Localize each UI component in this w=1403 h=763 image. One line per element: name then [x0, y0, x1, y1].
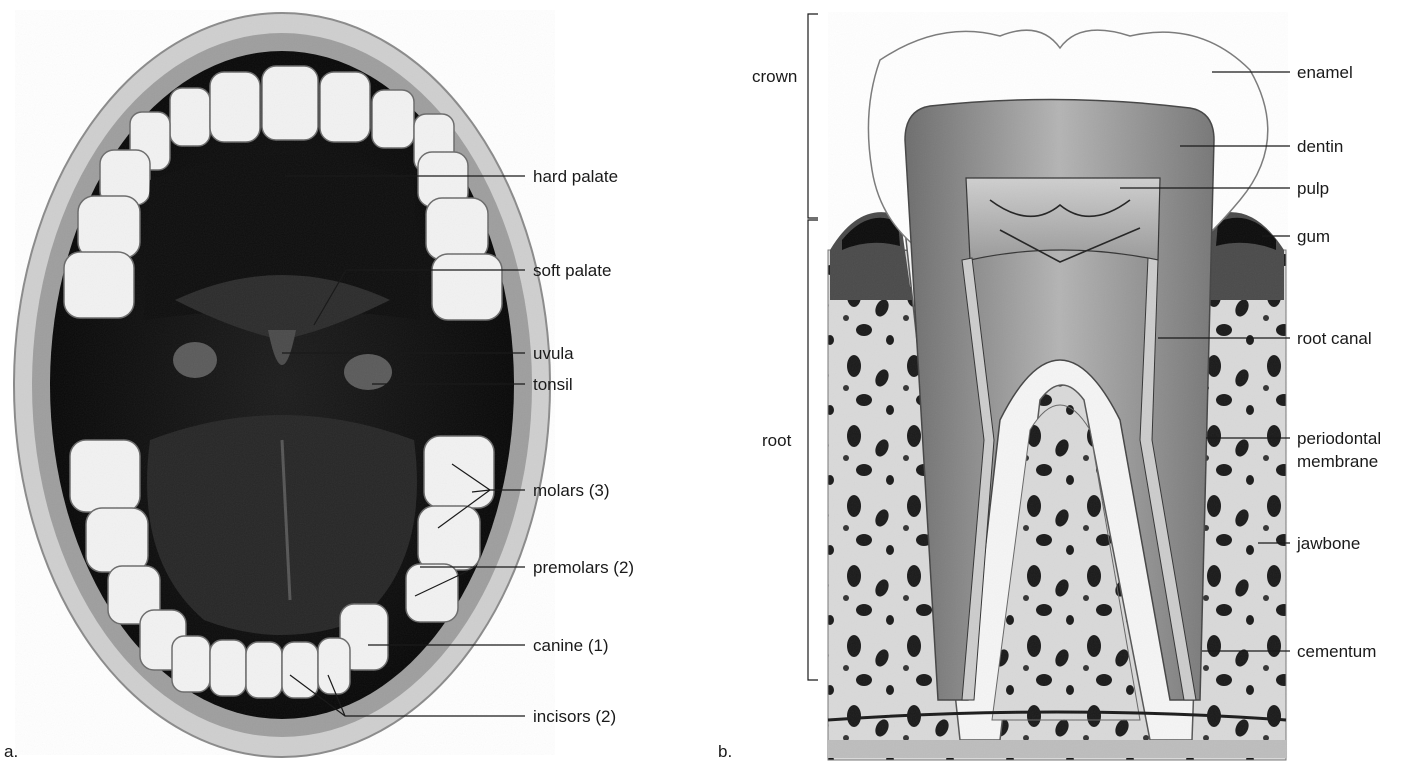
bracket-label-crown: crown	[752, 67, 797, 86]
label-enamel: enamel	[1297, 63, 1353, 82]
label-jawbone: jawbone	[1296, 534, 1360, 553]
crown-root-brackets	[808, 14, 818, 680]
label-canine: canine (1)	[533, 636, 609, 655]
label-cementum: cementum	[1297, 642, 1376, 661]
label-uvula: uvula	[533, 344, 574, 363]
label-root-canal: root canal	[1297, 329, 1372, 348]
label-incisors: incisors (2)	[533, 707, 616, 726]
label-hard-palate: hard palate	[533, 167, 618, 186]
panel-b-marker: b.	[718, 742, 732, 761]
label-periodontal-line1: periodontal	[1297, 429, 1381, 448]
label-pulp: pulp	[1297, 179, 1329, 198]
label-molars: molars (3)	[533, 481, 610, 500]
tooth-cross-section	[828, 12, 1288, 760]
label-gum: gum	[1297, 227, 1330, 246]
label-premolars: premolars (2)	[533, 558, 634, 577]
panel-a-marker: a.	[4, 742, 18, 761]
bracket-label-root: root	[762, 431, 792, 450]
label-periodontal-line2: membrane	[1297, 452, 1378, 471]
label-dentin: dentin	[1297, 137, 1343, 156]
label-tonsil: tonsil	[533, 375, 573, 394]
label-soft-palate: soft palate	[533, 261, 611, 280]
